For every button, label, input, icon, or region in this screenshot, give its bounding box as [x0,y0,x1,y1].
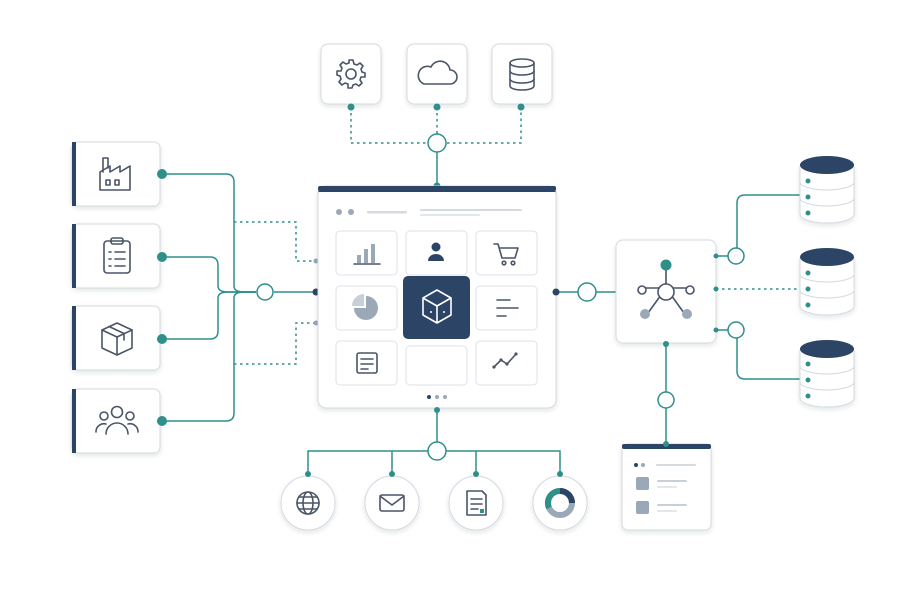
mail-icon [379,494,405,512]
left-source-box[interactable] [71,305,167,371]
cube-icon [422,289,452,324]
bottom-service-mail[interactable] [364,471,420,531]
right-hub-card[interactable] [615,239,717,344]
bottom-service-report[interactable] [448,471,504,531]
database-stack-icon [799,248,855,316]
right-database-1[interactable] [799,156,855,224]
database-stack-icon [799,156,855,224]
pager-dots[interactable] [427,395,447,399]
pie-chart-icon [352,294,378,320]
tile-document[interactable] [335,340,398,386]
database-stack-icon [799,340,855,408]
top-junction-node [427,133,447,153]
tile-gantt[interactable] [475,285,538,331]
bottom-service-donut[interactable] [532,471,588,531]
bar-chart-icon [353,244,381,265]
document-icon [356,352,378,374]
right-database-3[interactable] [799,340,855,408]
top-service-gear[interactable] [320,43,382,111]
clipboard-checklist-icon [103,237,131,274]
left-source-clipboard[interactable] [71,223,167,289]
globe-icon [296,491,320,515]
window-controls [336,209,354,215]
top-service-database[interactable] [491,43,553,111]
central-dashboard [317,185,557,409]
report-row [636,477,687,490]
bottom-junction-node [427,441,447,461]
left-source-factory[interactable] [71,141,167,207]
factory-icon [99,157,131,191]
tile-bar-chart[interactable] [335,230,398,276]
donut-chart-icon [544,487,575,518]
right-database-2[interactable] [799,248,855,316]
user-icon [428,242,444,261]
tile-cube[interactable] [403,276,470,339]
cart-icon [493,243,519,266]
line-chart-icon [492,352,518,369]
report-icon [466,490,487,516]
users-icon [95,405,139,435]
left-source-users[interactable] [71,388,167,454]
tile-empty[interactable] [405,345,468,386]
bottom-service-globe[interactable] [280,471,336,531]
tile-user[interactable] [405,230,468,276]
hub-junction-node [577,282,597,302]
database-icon [509,58,535,91]
left-junction-node [256,283,274,301]
tile-cart[interactable] [475,230,538,276]
tile-pie-chart[interactable] [335,285,398,331]
tile-line-chart[interactable] [475,340,538,386]
top-service-cloud[interactable] [406,43,468,111]
gear-icon [336,59,366,89]
gantt-icon [496,299,519,317]
cloud-icon [417,60,458,85]
report-panel[interactable] [621,443,712,531]
report-row [636,501,687,514]
box-icon [101,322,133,356]
network-hub-icon [637,259,695,319]
